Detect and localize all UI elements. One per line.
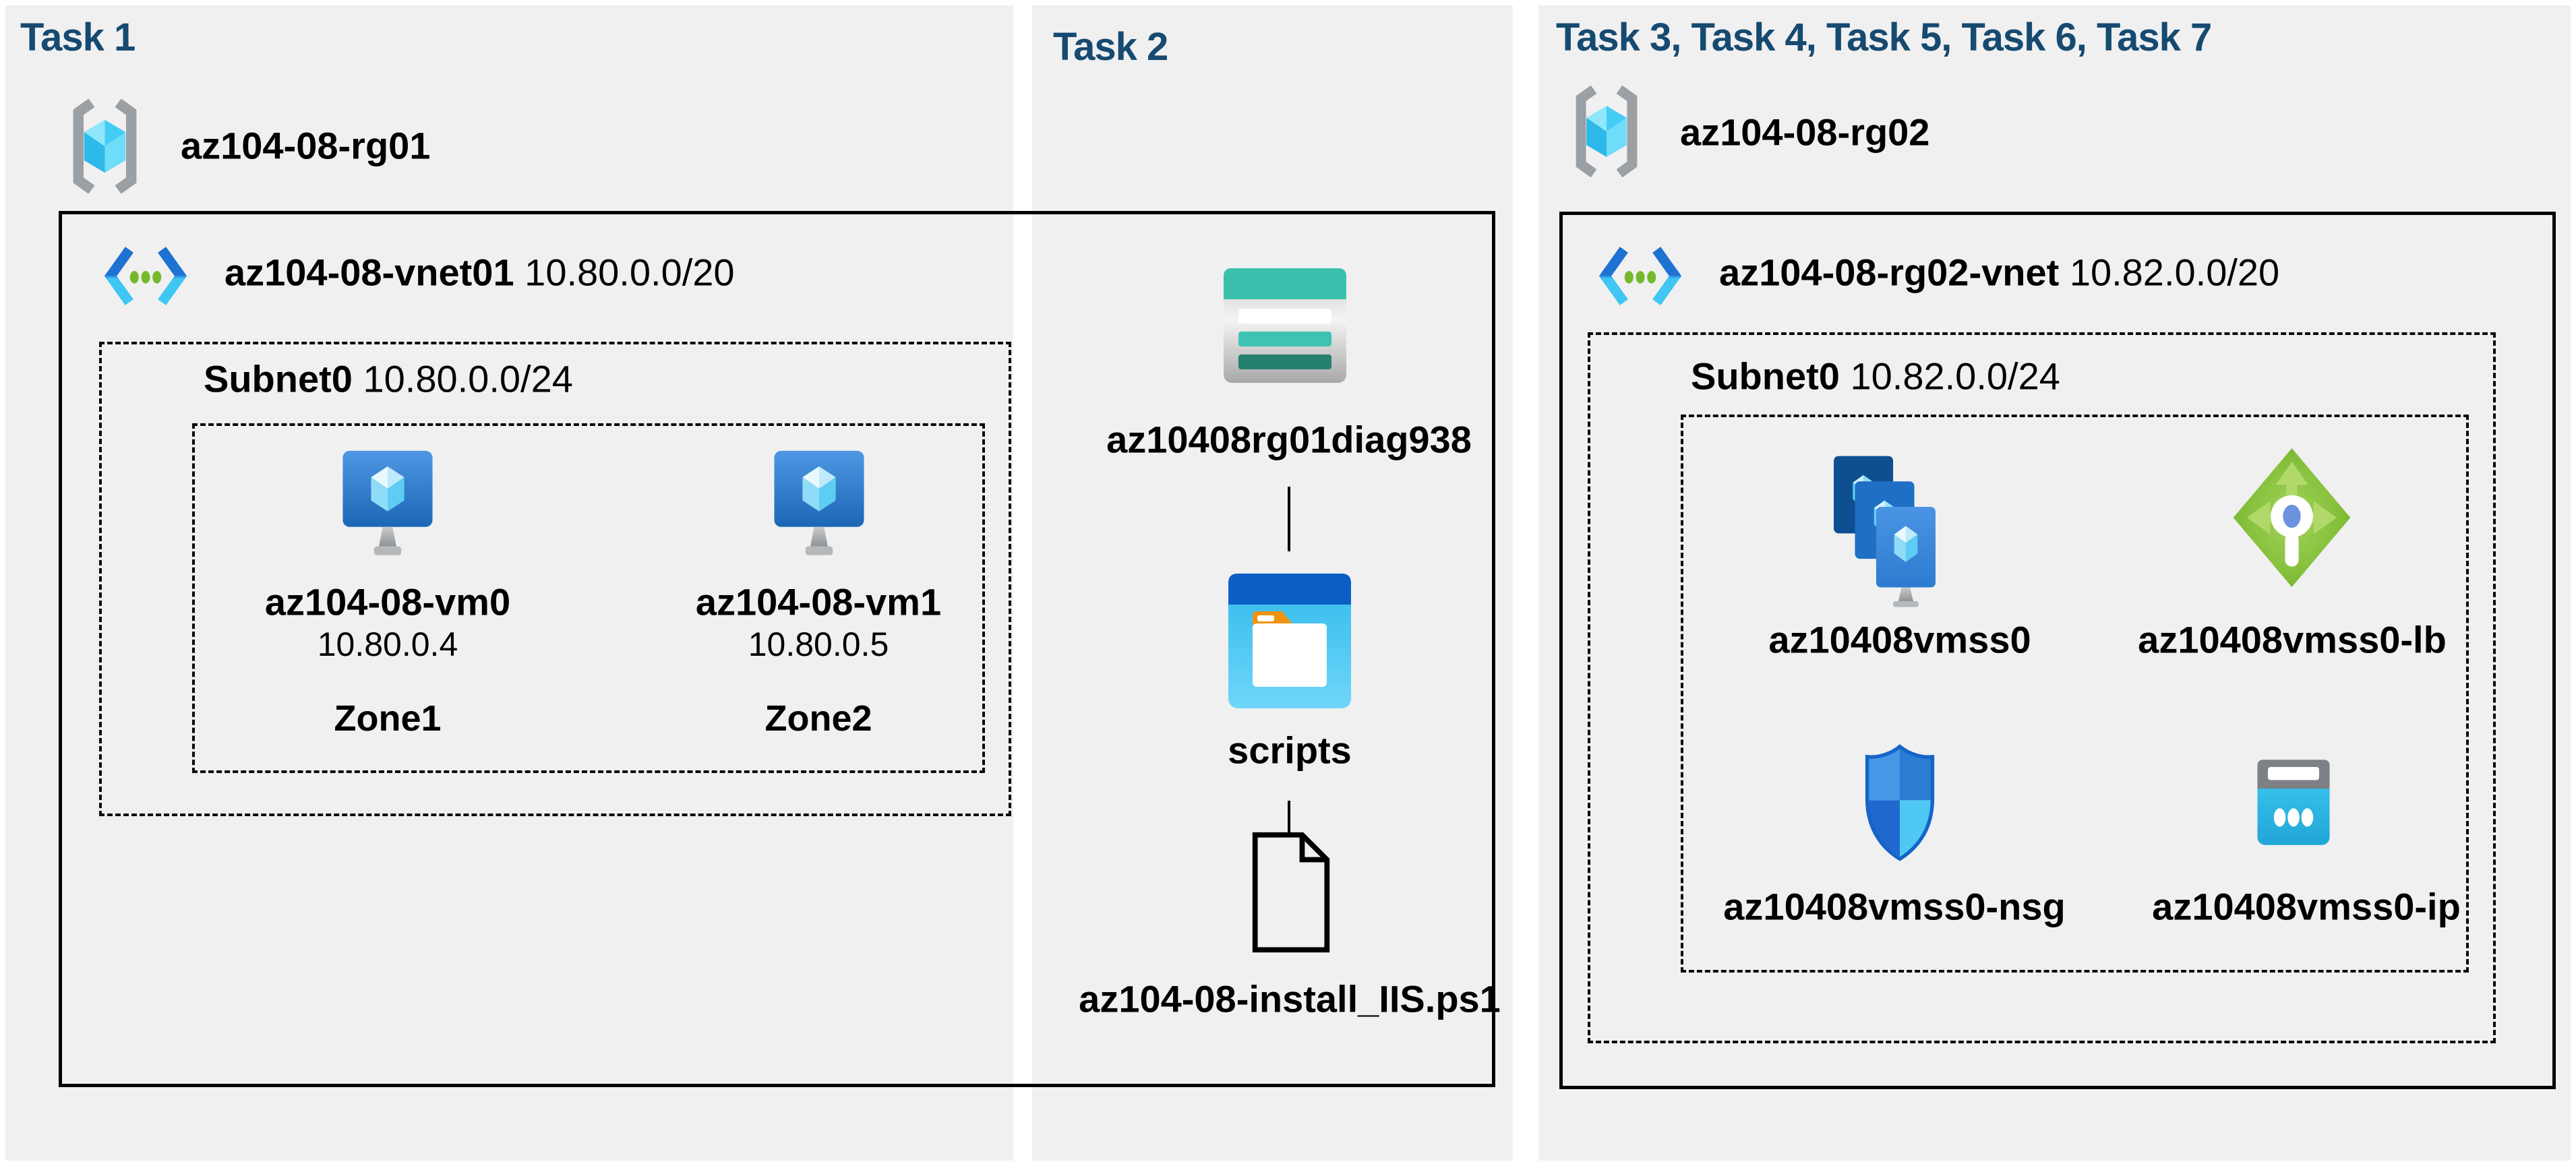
resource-group-icon bbox=[59, 99, 150, 193]
load-balancer-name: az10408vmss0-lb bbox=[2138, 618, 2447, 661]
container-name: scripts bbox=[1228, 729, 1352, 772]
vnet1-boundary bbox=[59, 211, 1495, 1087]
subnet2-label: Subnet0 10.82.0.0/24 bbox=[1691, 355, 2060, 398]
storage-account-name: az10408rg01diag938 bbox=[1106, 418, 1472, 461]
resource-group-name: az104-08-rg01 bbox=[181, 124, 431, 167]
vm1-name: az104-08-vm1 bbox=[695, 580, 942, 623]
task3-title: Task 3, Task 4, Task 5, Task 6, Task 7 bbox=[1556, 16, 2212, 59]
subnet1-boundary bbox=[99, 342, 1011, 816]
vnet-icon bbox=[1596, 241, 1684, 311]
vm0-name: az104-08-vm0 bbox=[264, 580, 511, 623]
task3-panel bbox=[1538, 5, 2571, 1161]
zone-boundary bbox=[192, 423, 985, 773]
vm1-ip: 10.80.0.5 bbox=[748, 625, 889, 663]
subnet1-label: Subnet0 10.80.0.0/24 bbox=[204, 357, 573, 400]
connector-storage-scripts bbox=[1288, 487, 1290, 551]
vm0-ip: 10.80.0.4 bbox=[317, 625, 458, 663]
task1-title: Task 1 bbox=[20, 16, 136, 59]
resource-group-name: az104-08-rg02 bbox=[1680, 111, 1930, 154]
public-ip-name: az10408vmss0-ip bbox=[2152, 885, 2461, 928]
vm-icon bbox=[770, 449, 868, 558]
file-icon bbox=[1249, 828, 1334, 956]
blob-container-icon bbox=[1228, 574, 1351, 708]
file-name: az104-08-install_IIS.ps1 bbox=[1079, 977, 1501, 1020]
task2-title: Task 2 bbox=[1053, 25, 1168, 69]
vnet-icon bbox=[102, 241, 189, 311]
vnet1-label: az104-08-vnet01 10.80.0.0/20 bbox=[224, 251, 735, 294]
public-ip-icon bbox=[2244, 758, 2343, 848]
network-security-group-icon bbox=[1859, 742, 1941, 863]
vm-scale-set-icon bbox=[1820, 455, 1949, 609]
storage-account-icon bbox=[1224, 268, 1346, 383]
vm-icon bbox=[338, 449, 437, 558]
vmss-group-boundary bbox=[1681, 415, 2469, 973]
load-balancer-icon bbox=[2230, 446, 2354, 590]
vmss-name: az10408vmss0 bbox=[1768, 618, 2031, 661]
vm1-zone: Zone2 bbox=[765, 698, 872, 739]
nsg-name: az10408vmss0-nsg bbox=[1723, 885, 2066, 928]
vm0-zone: Zone1 bbox=[334, 698, 442, 739]
subnet2-boundary bbox=[1588, 332, 2496, 1043]
task1-panel bbox=[5, 5, 1013, 1161]
resource-group-icon bbox=[1563, 86, 1650, 177]
vnet2-label: az104-08-rg02-vnet 10.82.0.0/20 bbox=[1719, 251, 2280, 294]
vnet2-boundary bbox=[1559, 212, 2556, 1089]
